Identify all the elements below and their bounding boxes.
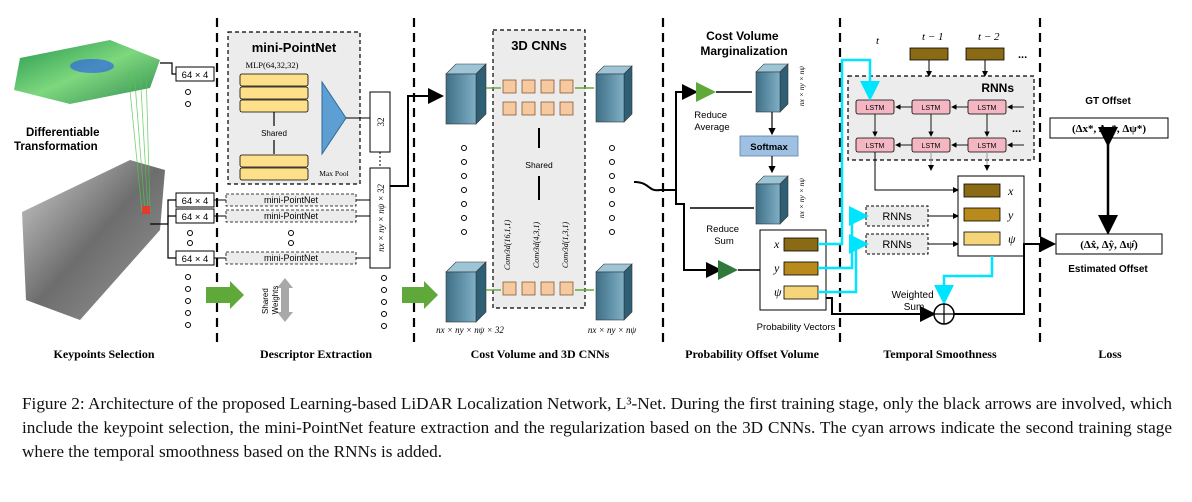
sum-node xyxy=(933,303,955,325)
keypoints-section: Differentiable Transformation 64 × 4 64 … xyxy=(14,40,244,361)
conv1-label: Conv3d(16,1,1) xyxy=(503,220,512,271)
rnn-box-psi-label: RNNs xyxy=(882,239,912,251)
cnn-shared-label: Shared xyxy=(525,160,553,170)
smooth-x-label: x xyxy=(1007,184,1014,198)
softmax-box xyxy=(739,135,799,157)
green-arrow xyxy=(402,281,438,309)
section-title-keypoints: Keypoints Selection xyxy=(54,347,155,361)
cost-volume-in-dim: nx × ny × nψ × 32 xyxy=(436,325,504,335)
reduce-average-line2: Average xyxy=(694,122,729,133)
shared-weights-arrow xyxy=(277,278,293,322)
shared-weights-label: Shared Weights xyxy=(261,286,280,315)
cost-volume-out-dim: nx × ny × nψ xyxy=(588,325,637,335)
time-dots: ... xyxy=(1018,49,1027,61)
section-title-cost-volume: Cost Volume and 3D CNNs xyxy=(471,347,610,361)
mini-pointnet-rows: mini-PointNet mini-PointNet mini-PointNe… xyxy=(214,193,370,265)
output-cost-volume xyxy=(595,263,633,321)
marginalization-line1: Cost Volume xyxy=(706,29,779,43)
descriptor-section: mini-PointNet MLP(64,32,32) Shared Max P… xyxy=(214,31,438,361)
softmax-label: Softmax xyxy=(750,142,788,153)
prob-psi-label: ψ xyxy=(774,285,782,299)
time-t0: t xyxy=(876,35,880,47)
prob-dim-bottom: nx × ny × nψ xyxy=(797,178,806,219)
marginalization-label: Cost Volume Marginalization xyxy=(700,29,787,58)
cost-volume-section: nx × ny × nψ × 32 3D CNNs Shared Conv3d(… xyxy=(436,29,637,361)
prob-dim-top: nx × ny × nψ xyxy=(797,66,806,107)
reduce-sum-line1: Reduce xyxy=(706,224,739,235)
mini-pointnet-row-label: mini-PointNet xyxy=(264,211,319,221)
reduce-sum-line2: Sum xyxy=(714,236,734,247)
weighted-sum-label: Weighted Sum xyxy=(892,290,937,313)
time-t1: t − 1 xyxy=(922,31,943,43)
diff-transform-line2: Transformation xyxy=(14,141,98,153)
prob-y-label: y xyxy=(773,261,780,275)
reduce-sum-label: Reduce Sum xyxy=(706,224,741,247)
architecture-diagram: Differentiable Transformation 64 × 4 64 … xyxy=(14,18,1169,361)
keypoint-dim-label: 64 × 4 xyxy=(182,254,209,265)
cnn-panel xyxy=(492,29,586,309)
marginal-volume-bottom xyxy=(755,175,789,225)
prob-vectors-label: Probability Vectors xyxy=(757,322,836,333)
output-cost-volume xyxy=(595,65,633,123)
marginalization-line2: Marginalization xyxy=(700,44,787,58)
cnn-panel-title: 3D CNNs xyxy=(511,38,567,53)
vector-32-label: 32 xyxy=(376,118,386,127)
weighted-sum-line1: Weighted xyxy=(892,290,934,301)
reduce-average-line1: Reduce xyxy=(694,110,727,121)
shared-weights-line2: Weights xyxy=(271,286,280,315)
est-offset-formula: (Δx̂, Δŷ, Δψ̂) xyxy=(1080,239,1138,251)
rnn-dots: ... xyxy=(1012,123,1021,135)
lstm-label: LSTM xyxy=(922,143,941,150)
gt-offset-label: GT Offset xyxy=(1085,96,1131,107)
rnn-box-y-label: RNNs xyxy=(882,211,912,223)
input-cost-volume xyxy=(445,261,487,323)
section-title-temporal: Temporal Smoothness xyxy=(883,347,997,361)
figure-caption: Figure 2: Architecture of the proposed L… xyxy=(22,394,1172,461)
rnn-panel-title: RNNs xyxy=(981,81,1014,95)
reduce-sum-triangle xyxy=(718,260,738,280)
diff-transform-label: Differentiable Transformation xyxy=(14,127,103,153)
concat-dim-label: nx × ny × nψ × 32 xyxy=(376,184,386,252)
mini-pointnet-row-label: mini-PointNet xyxy=(264,195,319,205)
green-arrow xyxy=(206,281,244,309)
time-t2: t − 2 xyxy=(978,31,1000,43)
section-title-probability: Probability Offset Volume xyxy=(685,347,819,361)
reduce-average-triangle xyxy=(696,82,716,102)
mini-pointnet-shared: Shared xyxy=(261,129,287,138)
loss-section: GT Offset (Δx*, Δy*, Δψ*) (Δx̂, Δŷ, Δψ̂)… xyxy=(1049,96,1169,361)
conv3-label: Conv3d(1,3,1) xyxy=(561,222,570,269)
est-offset-label: Estimated Offset xyxy=(1068,264,1148,275)
probability-section: Cost Volume Marginalization Reduce Avera… xyxy=(685,29,835,361)
lstm-label: LSTM xyxy=(922,105,941,112)
shared-weights-line1: Shared xyxy=(261,288,270,314)
section-title-descriptor: Descriptor Extraction xyxy=(260,347,372,361)
smooth-psi-label: ψ xyxy=(1008,232,1016,246)
lstm-label: LSTM xyxy=(866,105,885,112)
mini-pointnet-row-label: mini-PointNet xyxy=(264,253,319,263)
marginal-volume-top xyxy=(755,63,789,113)
keypoint-dim-label: 64 × 4 xyxy=(182,70,209,81)
mini-pointnet-title: mini-PointNet xyxy=(252,40,337,55)
section-title-loss: Loss xyxy=(1098,347,1122,361)
weighted-sum-line2: Sum xyxy=(904,302,925,313)
keypoint-dim-label: 64 × 4 xyxy=(182,212,209,223)
keypoint-dim-label: 64 × 4 xyxy=(182,196,209,207)
temporal-section: t t − 1 t − 2 ... RNNs LSTM LSTM LSTM LS… xyxy=(818,31,1056,361)
input-cost-volume xyxy=(445,63,487,125)
prob-x-label: x xyxy=(773,237,780,251)
lstm-label: LSTM xyxy=(978,105,997,112)
conv-cubes-top xyxy=(502,79,574,296)
max-pool-triangle xyxy=(321,80,347,156)
max-pool-label: Max Pool xyxy=(319,169,348,178)
reduce-average-label: Reduce Average xyxy=(694,110,729,133)
point-cloud-bottom xyxy=(22,160,165,320)
mlp-label: MLP(64,32,32) xyxy=(246,60,299,70)
lstm-label: LSTM xyxy=(978,143,997,150)
smooth-y-label: y xyxy=(1007,208,1014,222)
lstm-label: LSTM xyxy=(866,143,885,150)
diff-transform-line1: Differentiable xyxy=(26,127,100,139)
gt-offset-formula: (Δx*, Δy*, Δψ*) xyxy=(1072,123,1146,135)
conv2-label: Conv3d(4,3,1) xyxy=(532,222,541,269)
